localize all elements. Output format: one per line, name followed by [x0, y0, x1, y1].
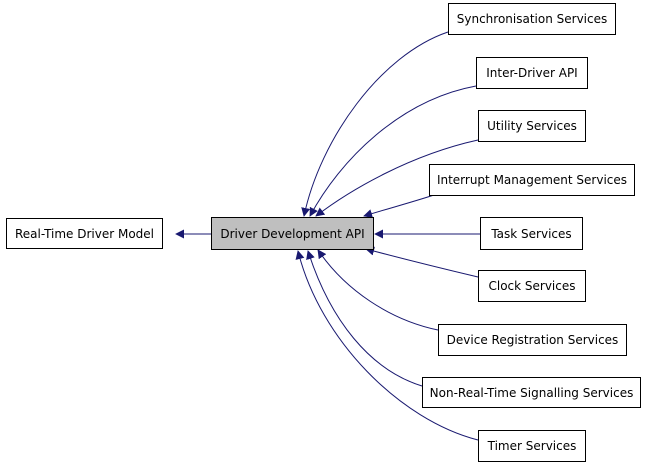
node-synchronisation-services[interactable]: Synchronisation Services: [448, 3, 616, 35]
edge-utility-services: [315, 139, 479, 217]
edge-timer-services: [295, 250, 479, 441]
node-driver-development-api: Driver Development API: [211, 217, 374, 250]
node-inter-driver-api[interactable]: Inter-Driver API: [476, 57, 588, 89]
node-timer-services[interactable]: Timer Services: [478, 430, 586, 462]
node-real-time-driver-model[interactable]: Real-Time Driver Model: [6, 218, 163, 249]
edge-interrupt-management-services: [363, 192, 441, 218]
node-device-registration-services[interactable]: Device Registration Services: [438, 324, 627, 356]
edge-clock-services: [365, 246, 479, 278]
edge-device-registration-services: [317, 249, 439, 331]
node-utility-services[interactable]: Utility Services: [478, 110, 586, 142]
edge-inter-driver-api: [309, 85, 477, 217]
node-interrupt-management-services[interactable]: Interrupt Management Services: [429, 164, 635, 196]
node-clock-services[interactable]: Clock Services: [478, 270, 586, 302]
edge-non-real-time-signalling-services: [306, 250, 423, 387]
node-task-services[interactable]: Task Services: [480, 217, 583, 250]
edge-synchronisation-services: [301, 31, 449, 217]
node-non-real-time-signalling-services[interactable]: Non-Real-Time Signalling Services: [422, 377, 641, 408]
